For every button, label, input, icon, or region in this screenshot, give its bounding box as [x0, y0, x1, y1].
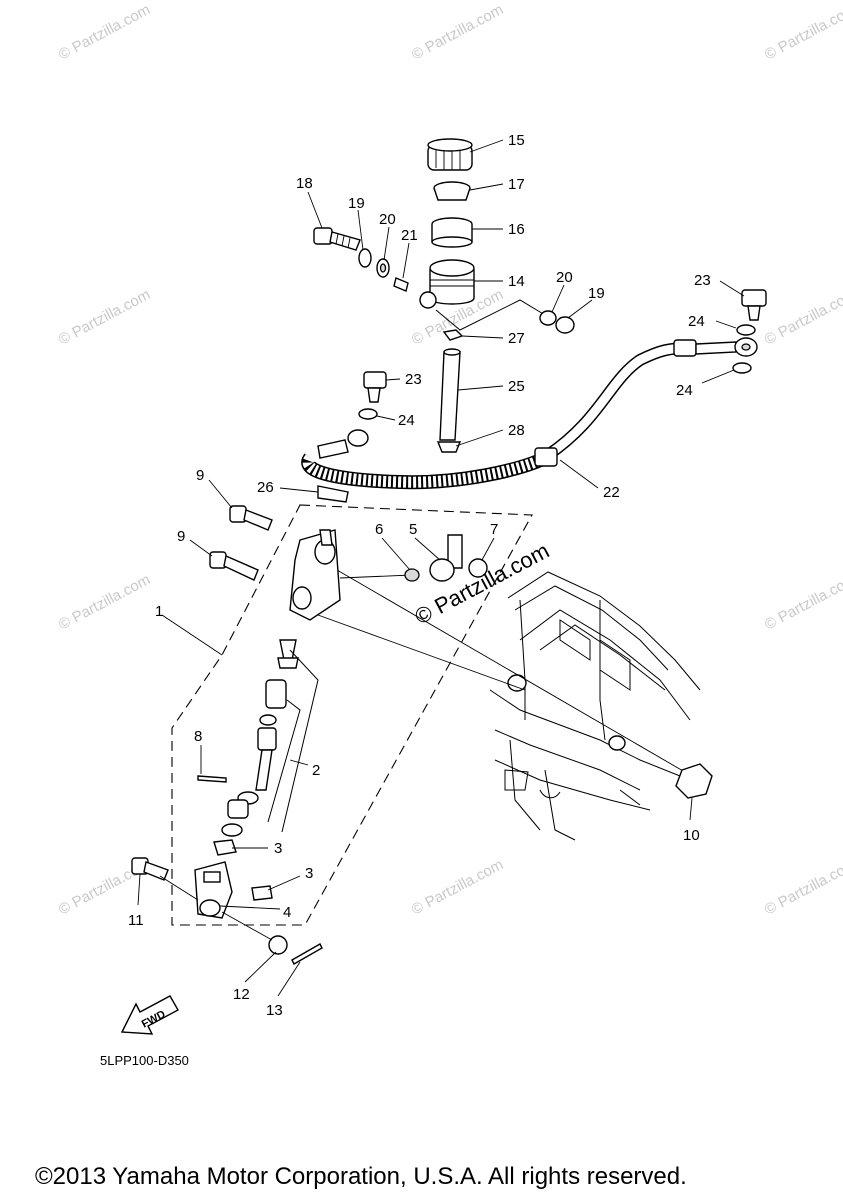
callout-6: 6 — [375, 521, 383, 538]
washer-12 — [268, 935, 288, 955]
brake-hose-22 — [301, 337, 758, 490]
nut-3b — [251, 885, 273, 901]
callout-28: 28 — [508, 422, 525, 439]
washer-19a — [358, 248, 372, 268]
callout-labels: 15 17 16 14 18 19 20 21 20 19 27 23 25 2… — [128, 132, 711, 1019]
reservoir-cap — [427, 138, 473, 171]
reservoir-tank — [419, 259, 546, 331]
callout-3b: 3 — [305, 865, 313, 882]
clevis-4 — [194, 861, 233, 919]
callout-20b: 20 — [556, 269, 573, 286]
callout-26: 26 — [257, 479, 274, 496]
bolt-9b — [209, 551, 259, 581]
copyright-notice: ©2013 Yamaha Motor Corporation, U.S.A. A… — [35, 1163, 687, 1190]
pin-8 — [197, 775, 227, 783]
frame-section — [489, 571, 701, 841]
callout-7: 7 — [490, 521, 498, 538]
callout-19b: 19 — [588, 285, 605, 302]
callout-24a: 24 — [398, 412, 415, 429]
callout-4: 4 — [283, 904, 291, 921]
callout-18: 18 — [296, 175, 313, 192]
callout-9a: 9 — [196, 467, 204, 484]
circlip-7 — [468, 558, 488, 578]
washer-24c — [732, 362, 752, 374]
callout-24c: 24 — [676, 382, 693, 399]
hose-clip-27 — [442, 329, 464, 341]
hose-guide-26 — [317, 485, 349, 503]
callout-13: 13 — [266, 1002, 283, 1019]
fwd-arrow: FWD — [120, 995, 179, 1035]
washer-24a — [358, 408, 378, 420]
watermark: © Partzilla.com — [762, 286, 843, 348]
callout-10: 10 — [683, 827, 700, 844]
nut-3a — [213, 839, 237, 856]
reservoir-plate — [433, 181, 471, 201]
cotter-pin-13 — [291, 943, 323, 965]
callout-19a: 19 — [348, 195, 365, 212]
callout-27: 27 — [508, 330, 525, 347]
callout-14: 14 — [508, 273, 525, 290]
callout-17: 17 — [508, 176, 525, 193]
leader-lines — [137, 139, 745, 997]
callout-12: 12 — [233, 986, 250, 1003]
union-bolt-23b — [741, 289, 767, 321]
callout-22: 22 — [603, 484, 620, 501]
washer-20b — [539, 310, 557, 326]
piston-kit-2 — [221, 639, 319, 837]
master-cylinder-assembly-boundary — [171, 504, 533, 926]
bolt-9a — [229, 505, 273, 531]
watermark: © Partzilla.com — [56, 1, 153, 63]
bolt-18 — [313, 227, 361, 251]
washer-24b — [736, 324, 756, 336]
watermark: © Partzilla.com — [56, 286, 153, 348]
callout-20a: 20 — [379, 211, 396, 228]
callout-24b: 24 — [688, 313, 705, 330]
master-cylinder-body — [289, 529, 341, 621]
callout-8: 8 — [194, 728, 202, 745]
callout-11: 11 — [128, 912, 144, 929]
callout-15: 15 — [508, 132, 525, 149]
watermark: © Partzilla.com — [762, 1, 843, 63]
watermark: © Partzilla.com — [762, 856, 843, 918]
watermark: © Partzilla.com — [56, 571, 153, 633]
watermark-center: © Partzilla.com — [411, 538, 554, 630]
diagram-code: 5LPP100-D350 — [100, 1053, 189, 1068]
callout-1: 1 — [155, 603, 163, 620]
bolt-11 — [131, 857, 169, 881]
callout-9b: 9 — [177, 528, 185, 545]
watermark: © Partzilla.com — [409, 1, 506, 63]
washer-19b — [555, 316, 575, 334]
o-ring-6 — [404, 568, 420, 582]
watermark: © Partzilla.com — [409, 856, 506, 918]
callout-3a: 3 — [274, 840, 282, 857]
union-bolt-23a — [363, 371, 387, 403]
collar-21 — [393, 277, 409, 292]
callout-5: 5 — [409, 521, 417, 538]
callout-21: 21 — [401, 227, 418, 244]
callout-23b: 23 — [694, 272, 711, 289]
hose-joint-5 — [429, 534, 463, 582]
watermark: © Partzilla.com — [762, 571, 843, 633]
callout-25: 25 — [508, 378, 525, 395]
callout-2: 2 — [312, 762, 320, 779]
hose-clip-28 — [436, 441, 462, 453]
callout-23a: 23 — [405, 371, 422, 388]
nut-10 — [675, 763, 713, 799]
reservoir-hose-25 — [439, 348, 461, 441]
callout-16: 16 — [508, 221, 525, 238]
reservoir-diaphragm — [431, 217, 473, 248]
